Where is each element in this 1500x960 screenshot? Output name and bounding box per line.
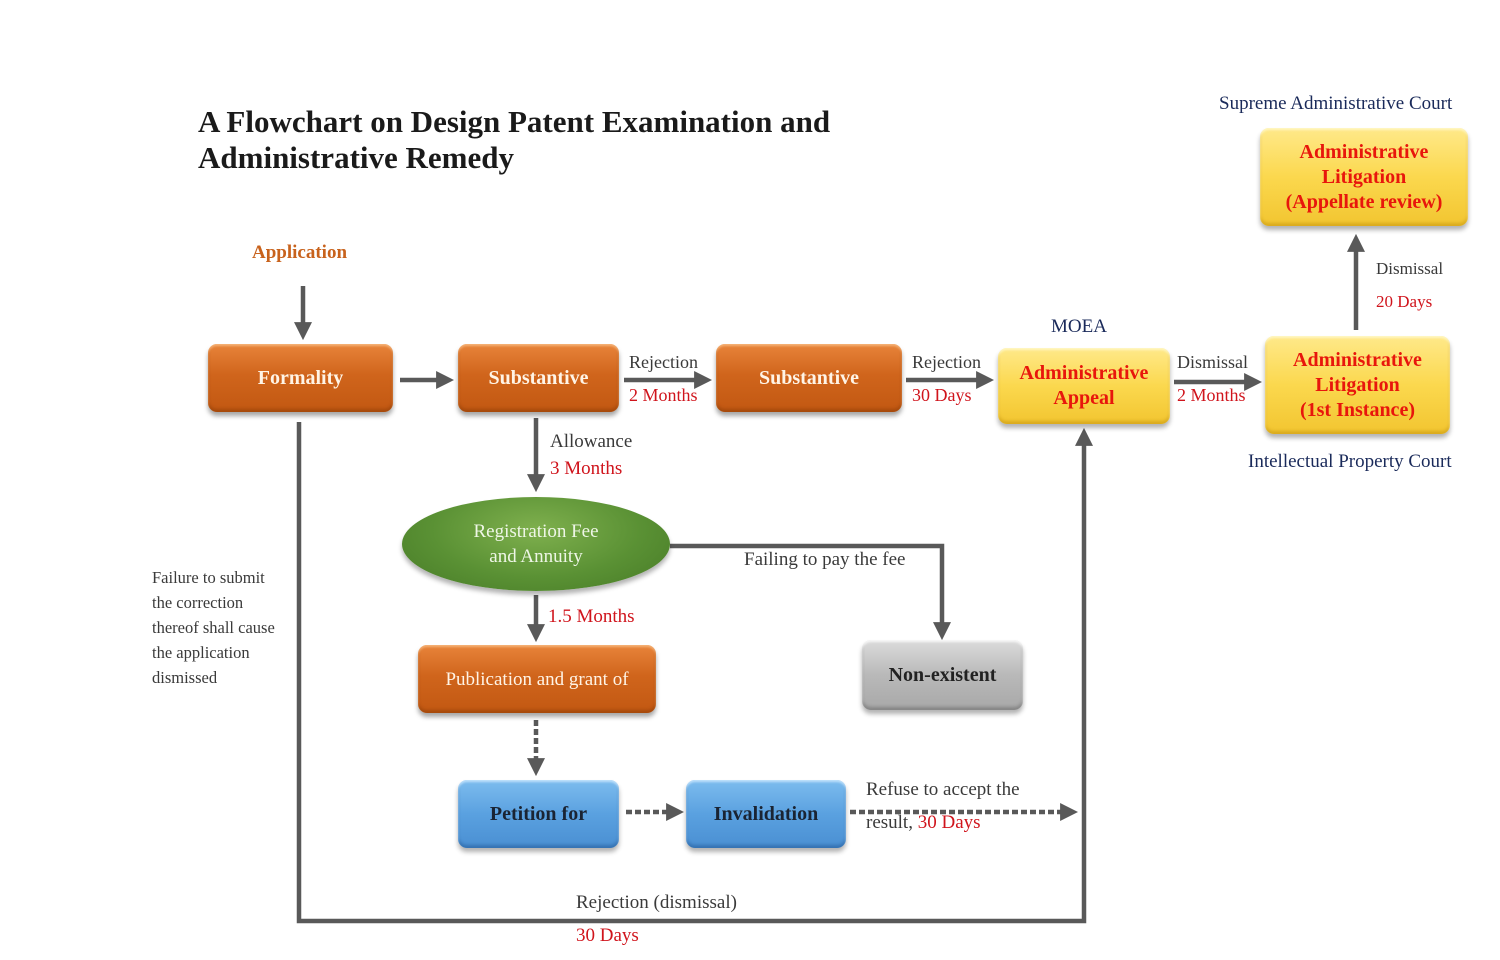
publication-node: Publication and grant of bbox=[418, 645, 656, 713]
refuse-result-label-1: Refuse to accept the bbox=[866, 779, 1020, 800]
litigation-first-instance-node: Administrative Litigation (1st Instance) bbox=[1265, 336, 1450, 434]
arrow-fee-nonexistent bbox=[670, 543, 951, 641]
non-existent-node: Non-existent bbox=[862, 640, 1023, 710]
sub2-appeal-label: Rejection bbox=[912, 352, 981, 372]
invalidation-label: Invalidation bbox=[713, 802, 819, 825]
title-line-1: A Flowchart on Design Patent Examination… bbox=[198, 104, 831, 139]
litigation-appellate-line-2: Litigation bbox=[1321, 165, 1407, 188]
litigation-first-line-2: Litigation bbox=[1315, 373, 1400, 396]
sub1-sub2-time: 2 Months bbox=[629, 385, 698, 405]
admin-appeal-line-1: Administrative bbox=[1019, 362, 1149, 384]
arrow-formality-appeal bbox=[296, 422, 1093, 924]
substantive-label-2: Substantive bbox=[758, 366, 860, 389]
litigation-first-line-3: (1st Instance) bbox=[1299, 398, 1415, 421]
sub1-sub2-label: Rejection bbox=[629, 352, 698, 372]
application-label: Application bbox=[252, 242, 348, 263]
formality-failure-note: Failure to submit the correction thereof… bbox=[152, 565, 275, 690]
petition-node: Petition for bbox=[458, 780, 619, 848]
note-line-1: Failure to submit bbox=[152, 568, 265, 587]
rejection-dismissal-time: 30 Days bbox=[576, 925, 639, 946]
admin-appeal-node: Administrative Appeal bbox=[998, 348, 1170, 424]
failing-fee-label: Failing to pay the fee bbox=[744, 549, 906, 570]
note-line-4: the application bbox=[152, 643, 250, 662]
allowance-label: Allowance bbox=[550, 431, 633, 452]
substantive-node-2: Substantive bbox=[716, 344, 902, 412]
refuse-result-time: 30 Days bbox=[917, 812, 981, 833]
note-line-2: the correction bbox=[152, 593, 244, 612]
non-existent-label: Non-existent bbox=[888, 663, 997, 686]
appeal-litigation-label: Dismissal bbox=[1177, 352, 1249, 372]
page-title: A Flowchart on Design Patent Examination… bbox=[198, 104, 830, 176]
title-line-2: Administrative Remedy bbox=[198, 140, 514, 175]
allowance-time: 3 Months bbox=[550, 458, 623, 479]
litigation-appellate-line-3: (Appellate review) bbox=[1285, 190, 1443, 213]
invalidation-node: Invalidation bbox=[686, 780, 846, 848]
fee-publication-time: 1.5 Months bbox=[548, 606, 635, 627]
substantive-node-1: Substantive bbox=[458, 344, 619, 412]
registration-fee-line-2: and Annuity bbox=[489, 546, 583, 567]
litigation-appellate-label: Dismissal bbox=[1376, 259, 1444, 278]
appeal-litigation-time: 2 Months bbox=[1177, 385, 1246, 405]
ip-court-label: Intellectual Property Court bbox=[1248, 451, 1452, 472]
sub2-appeal-time: 30 Days bbox=[912, 385, 972, 405]
note-line-5: dismissed bbox=[152, 668, 218, 687]
formality-label: Formality bbox=[257, 366, 344, 389]
petition-label: Petition for bbox=[489, 802, 588, 825]
substantive-label-1: Substantive bbox=[488, 366, 589, 389]
litigation-first-line-1: Administrative bbox=[1293, 348, 1422, 371]
litigation-appellate-time: 20 Days bbox=[1376, 292, 1433, 311]
publication-label: Publication and grant of bbox=[445, 668, 629, 690]
registration-fee-line-1: Registration Fee bbox=[473, 521, 599, 542]
litigation-appellate-node: Administrative Litigation (Appellate rev… bbox=[1260, 128, 1468, 226]
rejection-dismissal-label: Rejection (dismissal) bbox=[576, 892, 737, 913]
note-line-3: thereof shall cause bbox=[152, 618, 275, 637]
moea-label: MOEA bbox=[1051, 316, 1107, 337]
refuse-result-label-2: result, bbox=[866, 812, 913, 833]
formality-node: Formality bbox=[208, 344, 393, 412]
admin-appeal-line-2: Appeal bbox=[1053, 387, 1115, 409]
registration-fee-node: Registration Fee and Annuity bbox=[402, 497, 670, 591]
supreme-court-label: Supreme Administrative Court bbox=[1219, 93, 1453, 114]
litigation-appellate-line-1: Administrative bbox=[1299, 140, 1429, 163]
